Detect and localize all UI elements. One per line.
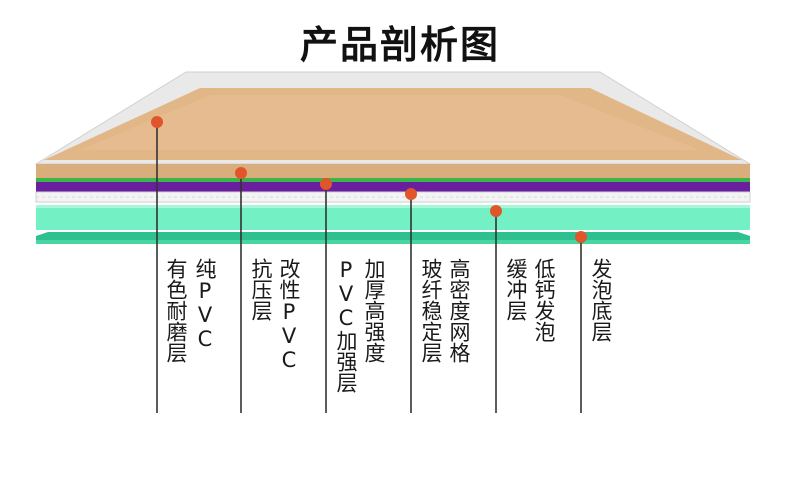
wood-edge — [36, 164, 750, 178]
purple-layer — [36, 182, 750, 192]
marker-dot-5 — [490, 205, 502, 217]
wood-grain-highlight — [80, 95, 700, 150]
layer-label-1b: 纯PVC — [193, 258, 217, 351]
layer-label-3b: 加厚高强度 — [362, 258, 386, 363]
layer-label-5b: 低钙发泡 — [532, 258, 556, 342]
layer-label-4: 玻纤稳定层 — [419, 258, 443, 363]
layer-label-4b: 高密度网格 — [447, 258, 471, 363]
marker-dot-1 — [151, 116, 163, 128]
mint-foam-layer — [36, 205, 750, 230]
layer-label-2: 抗压层 — [249, 258, 273, 321]
layer-label-3: PVC加强层 — [334, 258, 358, 393]
marker-dot-4 — [405, 188, 417, 200]
green-line-layer — [36, 178, 750, 182]
layer-label-2b: 改性PVC — [277, 258, 301, 372]
layer-label-6: 发泡底层 — [589, 258, 613, 342]
page-title: 产品剖析图 — [299, 23, 500, 67]
marker-dot-3 — [320, 178, 332, 190]
layer-label-1: 有色耐磨层 — [164, 258, 188, 363]
layer-label-5: 缓冲层 — [504, 258, 528, 321]
marker-dot-6 — [575, 231, 587, 243]
marker-dot-2 — [235, 167, 247, 179]
